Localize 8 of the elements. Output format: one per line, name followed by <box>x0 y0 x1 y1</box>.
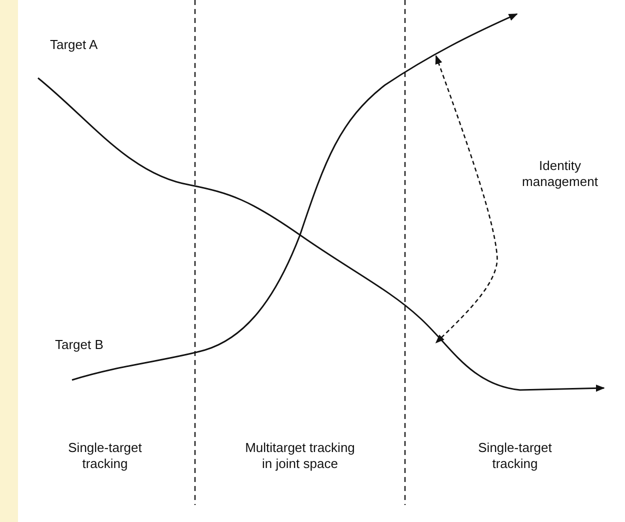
region-label: Single-target tracking <box>67 440 143 472</box>
trajectory-arrow <box>38 77 605 392</box>
curve-label: Target B <box>55 337 104 353</box>
double-arrow <box>435 55 498 344</box>
region-label: Single-target tracking <box>477 440 553 472</box>
curve-label: Target A <box>50 37 98 53</box>
edge-label: Identity management <box>520 158 600 190</box>
region-label: Multitarget tracking in joint space <box>245 440 355 472</box>
